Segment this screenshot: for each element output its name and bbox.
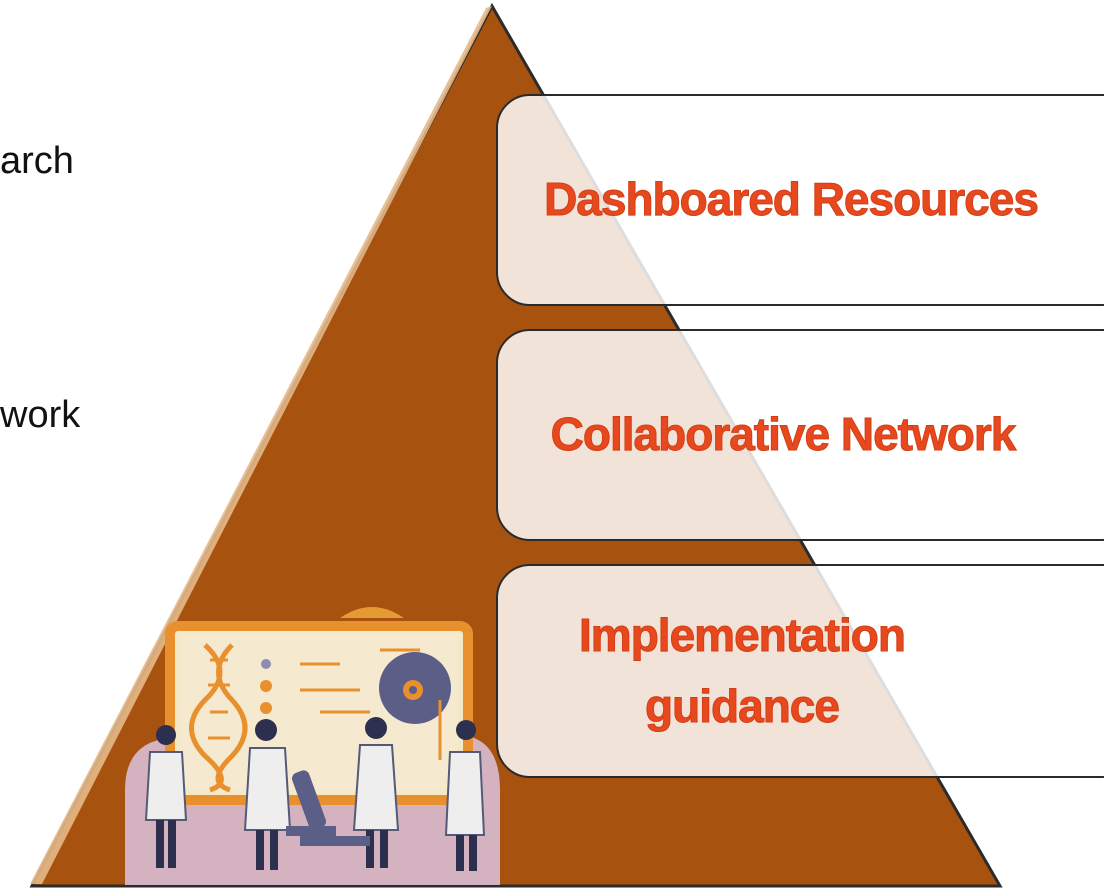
tier-label: Collaborative Network [550, 408, 1017, 461]
pyramid-edge-highlight [30, 6, 492, 884]
left-label-network: work [0, 394, 81, 436]
left-label-research: arch [0, 140, 74, 182]
scientists-in-lab-illustration [125, 607, 500, 885]
tier-card-collaborative-network: Collaborative Network [496, 329, 1104, 541]
tier-card-implementation-guidance: Implementation guidance [496, 564, 1104, 778]
tier-label: Implementation guidance [579, 608, 907, 732]
tier-label: Dashboared Resources [544, 173, 1040, 226]
tier-card-dashboard-resources: Dashboared Resources [496, 94, 1104, 306]
